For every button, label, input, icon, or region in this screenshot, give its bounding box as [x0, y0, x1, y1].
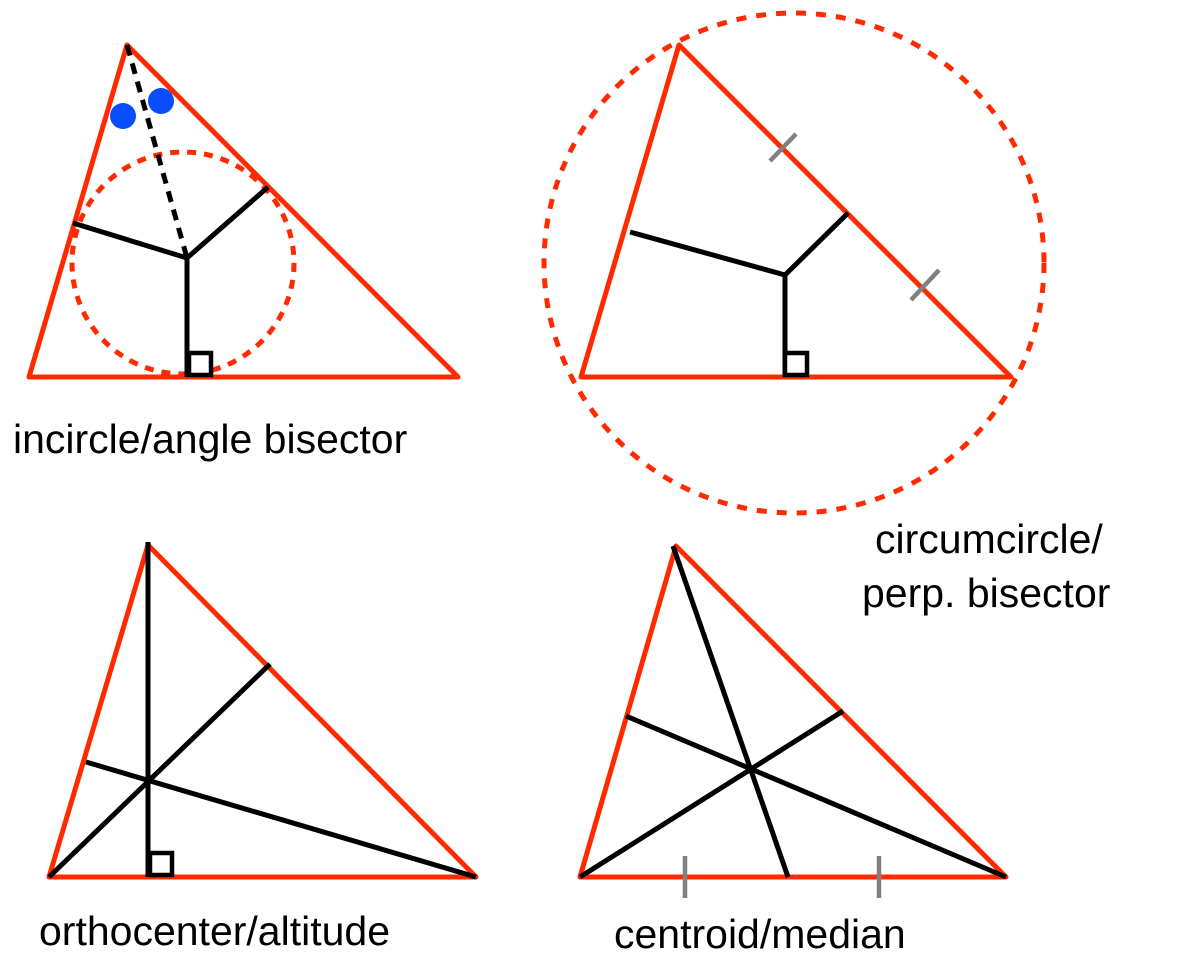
orthocenter-triangle: [46, 542, 479, 880]
angle-mark-dot-right: [148, 88, 174, 114]
median-from-right-vertex: [625, 713, 1007, 880]
incircle: [69, 149, 297, 377]
perp-bisector-left: [629, 229, 786, 278]
altitude-from-right-vertex: [85, 759, 477, 880]
incenter-radius-left: [72, 220, 188, 261]
incircle-caption: incircle/angle bisector: [13, 416, 407, 462]
altitude-from-left-vertex: [47, 662, 272, 879]
right-angle-marker: [147, 850, 175, 878]
equal-segment-tick-upper: [768, 132, 798, 163]
perp-bisector-right: [783, 211, 850, 277]
right-angle-marker: [782, 350, 810, 378]
incircle-triangle: [26, 42, 461, 380]
circumcircle: [541, 10, 1047, 516]
incenter-radius-right: [185, 185, 270, 260]
circumcircle-triangle: [578, 42, 1014, 380]
angle-mark-dot-left: [110, 103, 136, 129]
circumcircle-panel: circumcircle/ perp. bisector: [541, 10, 1110, 616]
orthocenter-caption: orthocenter/altitude: [39, 908, 390, 954]
circumcircle-caption-line-1: circumcircle/: [875, 516, 1103, 562]
centroid-caption: centroid/median: [614, 911, 906, 957]
orthocenter-panel: orthocenter/altitude: [39, 542, 479, 954]
centroid-panel: centroid/median: [577, 543, 1009, 957]
incircle-panel: incircle/angle bisector: [13, 42, 461, 462]
equal-segment-tick-lower: [909, 268, 941, 302]
circumcircle-caption-line-2: perp. bisector: [862, 570, 1110, 616]
median-from-left-vertex: [578, 708, 845, 880]
right-angle-marker: [186, 350, 214, 378]
median-from-top-vertex: [670, 545, 791, 878]
